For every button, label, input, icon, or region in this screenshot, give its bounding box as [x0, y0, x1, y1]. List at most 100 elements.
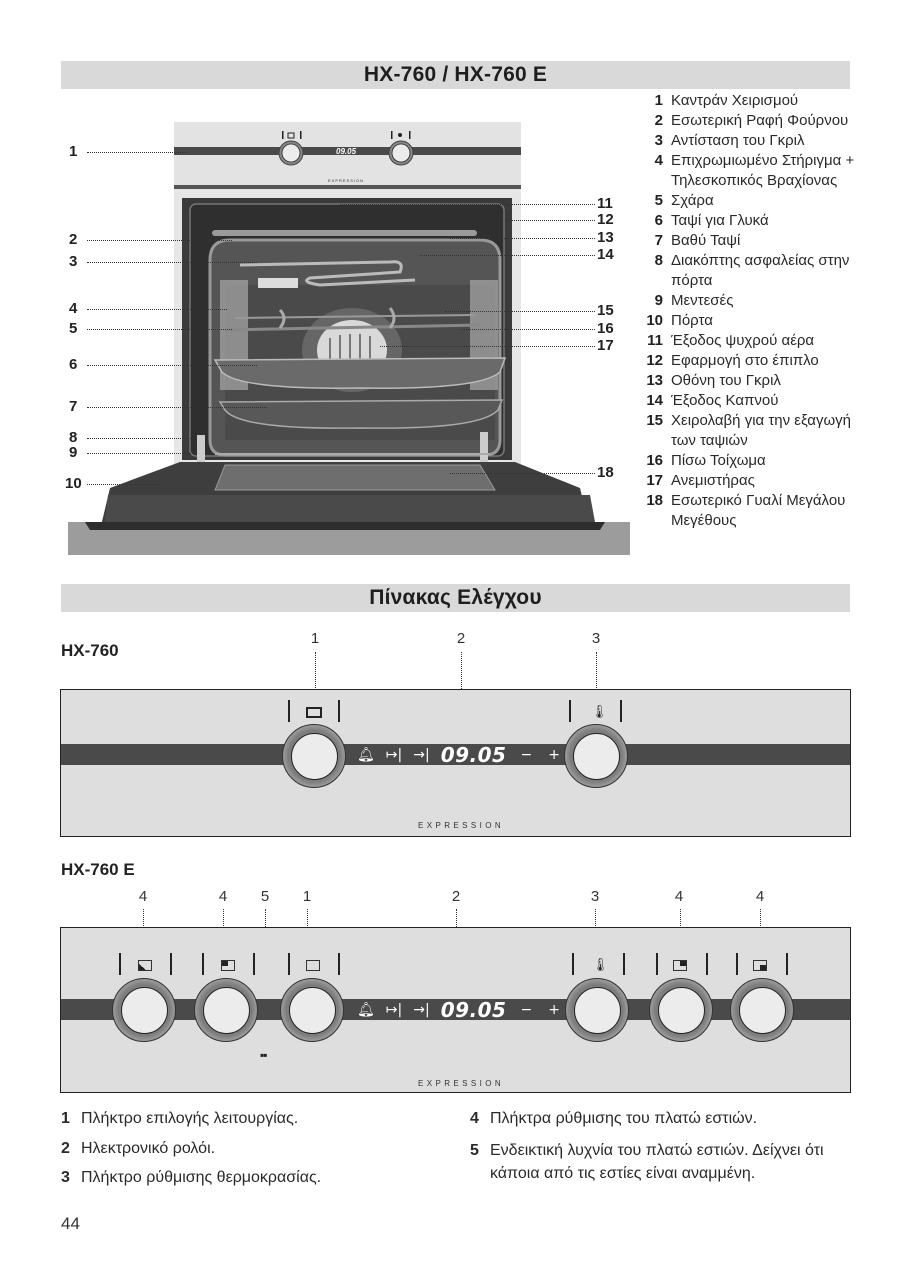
legend-num: 14: [646, 392, 663, 409]
tick: [656, 953, 658, 975]
legend-num: 2: [654, 112, 663, 129]
temperature-knob[interactable]: [564, 724, 628, 788]
oven-diagram: 1 2 3 4 5 6 7 8 9 10 11 12 13 14 15 16 1…: [60, 110, 630, 560]
panel-label-4: 4: [218, 888, 228, 905]
panel-label-1: 1: [310, 630, 320, 647]
legend-num: 12: [646, 352, 663, 369]
legend-text: Πίσω Τοίχωμα: [671, 452, 766, 469]
legend-text: Ανεμιστήρας: [671, 472, 755, 489]
tick: [119, 953, 121, 975]
legend-num: 4: [654, 152, 663, 169]
callout-18: 18: [597, 464, 614, 481]
callout-9: 9: [69, 444, 78, 461]
plus-button[interactable]: +: [548, 746, 560, 763]
legend-num: 7: [654, 232, 663, 249]
panel-label-4: 4: [674, 888, 684, 905]
function-icon: [306, 960, 320, 971]
leader-line: [87, 309, 227, 310]
legend-num: 13: [646, 372, 663, 389]
legend-text: Εφαρμογή στο έπιπλο: [671, 352, 819, 369]
plus-button[interactable]: +: [548, 1001, 560, 1018]
clock-time: 09.05: [440, 742, 507, 767]
legend-text: Μεντεσές: [671, 292, 734, 309]
end-time-icon[interactable]: →|: [413, 746, 430, 763]
callout-14: 14: [597, 246, 614, 263]
legend-item: 12 Εφαρμογή στο έπιπλο: [640, 351, 870, 371]
leader-line: [87, 407, 267, 408]
legend-num: 17: [646, 472, 663, 489]
legend-text: Οθόνη του Γκριλ: [671, 372, 781, 389]
legend-num: 10: [646, 312, 663, 329]
oven-mini-brand: EXPRESSION: [328, 178, 365, 183]
legend-text: Εσωτερικό Γυαλί Μεγάλου Μεγέθους: [671, 492, 846, 529]
hob-knob-1[interactable]: [112, 978, 176, 1042]
tick: [253, 953, 255, 975]
leader-line: [445, 311, 595, 312]
panel-label-1: 1: [302, 888, 312, 905]
brand-label: EXPRESSION: [418, 821, 505, 830]
minus-button[interactable]: −: [520, 746, 533, 763]
description-text: Πλήκτρο επιλογής λειτουργίας.: [81, 1110, 299, 1127]
duration-icon[interactable]: ↦|: [385, 746, 403, 763]
temperature-knob[interactable]: [565, 978, 629, 1042]
hob-knob-3[interactable]: [649, 978, 713, 1042]
panel-label-4: 4: [755, 888, 765, 905]
callout-11: 11: [597, 195, 613, 212]
inner-glass: [214, 464, 496, 491]
legend-text: Ταψί για Γλυκά: [671, 212, 769, 229]
page-title-bar: HX-760 / HX-760 E: [61, 61, 850, 89]
hob-knob-4[interactable]: [730, 978, 794, 1042]
function-selector-knob[interactable]: [282, 724, 346, 788]
leader-line: [460, 329, 595, 330]
callout-16: 16: [597, 320, 614, 337]
legend-num: 15: [646, 412, 663, 429]
end-time-icon[interactable]: →|: [413, 1001, 430, 1018]
panel-label-3: 3: [590, 888, 600, 905]
minus-button[interactable]: −: [520, 1001, 533, 1018]
electronic-clock: 🔔︎ ↦| →| 09.05 − + 🌡︎↑: [357, 998, 612, 1022]
description-num: 1: [61, 1110, 70, 1127]
leader-line: [340, 204, 595, 205]
description-text: Ηλεκτρονικό ρολόι.: [81, 1140, 216, 1157]
legend-text: Έξοδος ψυχρού αέρα: [671, 332, 815, 349]
callout-12: 12: [597, 211, 614, 228]
bell-icon[interactable]: 🔔︎: [357, 746, 375, 763]
page-number: 44: [61, 1214, 80, 1233]
callout-3: 3: [69, 253, 78, 270]
legend-num: 8: [654, 252, 663, 269]
leader-line: [87, 484, 162, 485]
pointer-line: [596, 652, 597, 702]
hob-knob-2[interactable]: [194, 978, 258, 1042]
leader-line: [505, 220, 595, 221]
leader-line: [87, 438, 197, 439]
callout-15: 15: [597, 302, 614, 319]
legend-text: Αντίσταση του Γκριλ: [671, 132, 805, 149]
control-panel-hx760: 🔔︎ ↦| →| 09.05 − + 🌡︎↑ 🌡︎ EXPRESSION: [60, 689, 851, 837]
function-selector-knob[interactable]: [280, 978, 344, 1042]
leader-line: [87, 329, 232, 330]
tick: [338, 953, 340, 975]
control-panel-hx760e: ▪▪ 🔔︎ ↦| →| 09.05 − + 🌡︎↑ 🌡︎ EXPRESSION: [60, 927, 851, 1093]
tick: [572, 953, 574, 975]
tick: [338, 700, 340, 722]
legend-text: Καντράν Χειρισμού: [671, 92, 799, 109]
wire-rack: [224, 323, 481, 332]
callout-1: 1: [69, 143, 78, 160]
legend-text: Έξοδος Καπνού: [671, 392, 779, 409]
duration-icon[interactable]: ↦|: [385, 1001, 403, 1018]
description-num: 5: [470, 1142, 479, 1159]
oven-illustration: [68, 122, 630, 555]
oven-control-panel: [174, 122, 521, 190]
bell-icon[interactable]: 🔔︎: [357, 1001, 375, 1018]
legend-num: 3: [654, 132, 663, 149]
